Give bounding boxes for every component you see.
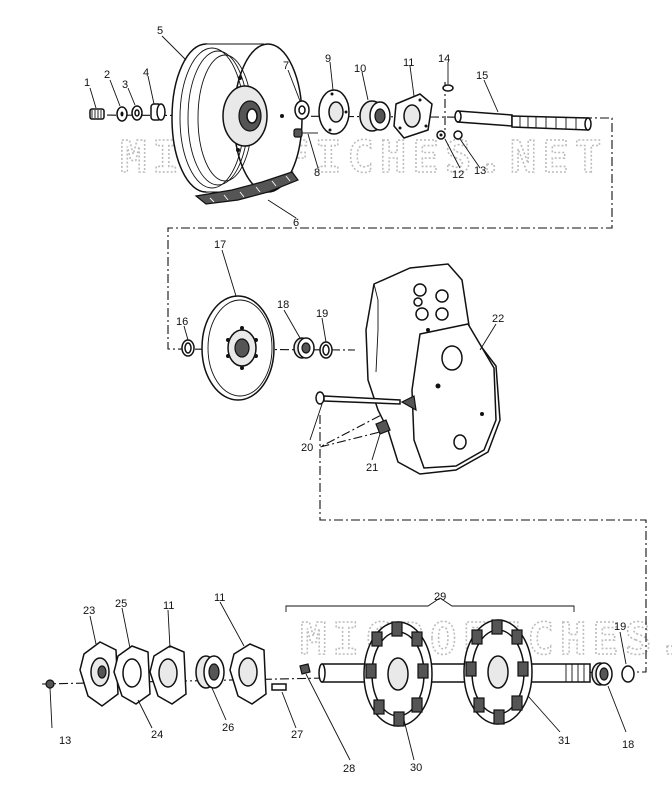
bushing-4 — [150, 103, 166, 121]
callout-24: 24 — [151, 729, 163, 741]
callout-26: 26 — [222, 722, 234, 734]
seal-19-mid — [319, 341, 333, 359]
callout-10: 10 — [354, 63, 366, 75]
callout-27: 27 — [291, 729, 303, 741]
washer-7 — [294, 100, 310, 120]
callout-9: 9 — [325, 53, 331, 65]
callout-30: 30 — [410, 762, 422, 774]
flange-9 — [318, 89, 350, 135]
callout-11-top: 11 — [403, 57, 414, 69]
callout-13-top: 13 — [474, 165, 486, 177]
bearing-18-mid — [293, 337, 315, 359]
callout-15: 15 — [476, 70, 488, 82]
sprocket-30 — [363, 621, 433, 727]
chaincase-22 — [365, 263, 501, 475]
callout-11-b: 11 — [214, 592, 225, 604]
bolt-1 — [89, 108, 105, 120]
callout-11-a: 11 — [163, 600, 174, 612]
screw-27 — [271, 683, 287, 691]
seal-19-bottom — [621, 665, 635, 683]
washer-3 — [131, 105, 143, 121]
callout-1: 1 — [84, 77, 90, 89]
callout-28: 28 — [343, 763, 355, 775]
bearing-10 — [359, 100, 391, 132]
bearing-26 — [195, 655, 225, 689]
callout-18-bottom: 18 — [622, 739, 634, 751]
callout-18-mid: 18 — [277, 299, 289, 311]
leader-lines — [49, 35, 627, 761]
sprocket-disc-17 — [201, 295, 275, 401]
sheave-5 — [171, 43, 303, 193]
callout-29: 29 — [434, 591, 446, 603]
callout-22: 22 — [492, 313, 504, 325]
nut-21 — [375, 419, 391, 435]
bolt-20 — [315, 391, 401, 405]
flange-23 — [79, 641, 119, 707]
callout-31: 31 — [558, 735, 570, 747]
washer-2 — [116, 106, 128, 122]
callout-4: 4 — [143, 67, 149, 79]
nut-13-bottom — [45, 679, 55, 689]
gasket-25 — [113, 645, 151, 705]
flange-plate-11-b — [229, 643, 267, 705]
callout-25: 25 — [115, 598, 127, 610]
screw-28 — [299, 663, 311, 675]
callout-23: 23 — [83, 605, 95, 617]
callout-14: 14 — [438, 53, 450, 65]
screw-8 — [293, 128, 318, 138]
callouts: 1 2 3 4 5 6 7 8 9 10 11 12 13 14 15 16 1… — [59, 25, 634, 775]
o-ring-16 — [181, 339, 195, 357]
callout-3: 3 — [122, 79, 128, 91]
callout-13-bottom: 13 — [59, 735, 71, 747]
callout-5: 5 — [157, 25, 163, 37]
callout-17: 17 — [214, 239, 226, 251]
bracket-29 — [285, 597, 575, 612]
callout-2: 2 — [104, 69, 110, 81]
shaft-15 — [454, 110, 592, 131]
callout-6: 6 — [293, 217, 299, 229]
drive-shaft-29 — [318, 663, 591, 683]
callout-16: 16 — [176, 316, 188, 328]
pin-14 — [442, 84, 454, 92]
callout-19-mid: 19 — [316, 308, 328, 320]
callout-7: 7 — [283, 60, 289, 72]
washer-13-top — [453, 130, 463, 140]
nut-12 — [436, 130, 446, 140]
callout-12: 12 — [452, 169, 464, 181]
sprocket-31 — [463, 619, 533, 725]
callout-19-bottom: 19 — [614, 621, 626, 633]
belt-6 — [194, 171, 299, 205]
callout-20: 20 — [301, 442, 313, 454]
callout-8: 8 — [314, 167, 320, 179]
bearing-18-bottom — [591, 662, 613, 686]
flange-plate-11-a — [149, 645, 187, 705]
flange-plate-11-top — [393, 93, 433, 139]
callout-21: 21 — [366, 462, 378, 474]
